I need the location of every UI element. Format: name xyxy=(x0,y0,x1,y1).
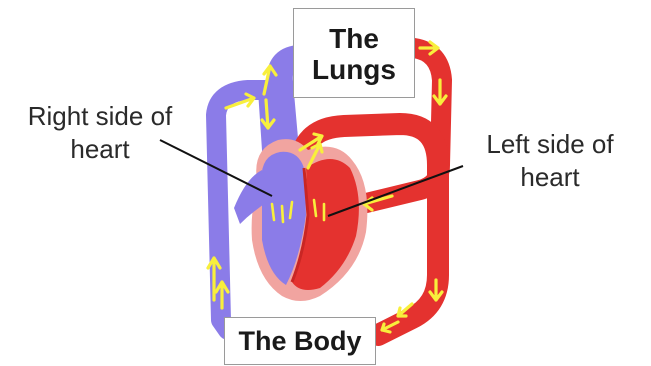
body-label: The Body xyxy=(238,326,361,356)
left-side-label: Left side of heart xyxy=(455,128,645,195)
left-side-text: Left side of heart xyxy=(463,128,638,195)
lungs-label: The Lungs xyxy=(304,23,404,86)
right-side-label: Right side of heart xyxy=(10,100,190,167)
heart xyxy=(234,139,367,301)
body-box: The Body xyxy=(224,317,376,365)
valve-arrow-2 xyxy=(282,206,283,222)
right-side-text: Right side of heart xyxy=(25,100,175,167)
lungs-box: The Lungs xyxy=(293,8,415,98)
